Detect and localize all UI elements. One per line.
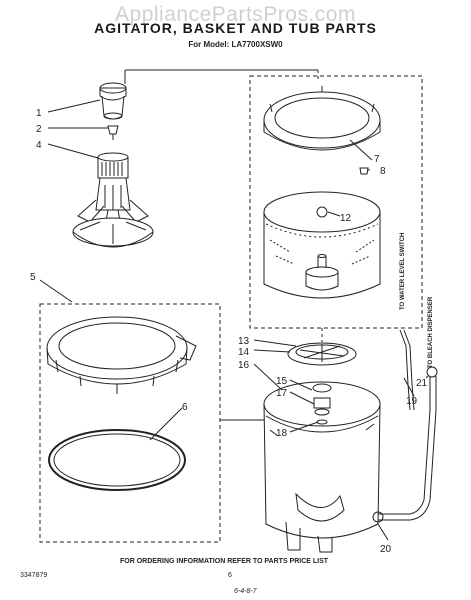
- callout-19: 19: [406, 396, 418, 407]
- label-bleach: TO BLEACH DISPENSER: [428, 296, 434, 368]
- doc-number: 3347879: [20, 572, 48, 579]
- ring-box: [39, 303, 221, 543]
- callout-1: 1: [36, 108, 42, 119]
- drive-bell: [287, 342, 357, 366]
- callout-17: 17: [276, 388, 288, 399]
- callout-2: 2: [36, 124, 42, 135]
- tub-seal: [48, 429, 186, 491]
- bleach-hose: [372, 366, 438, 523]
- callout-21: 21: [416, 378, 428, 389]
- callout-18: 18: [276, 428, 288, 439]
- callout-12: 12: [340, 213, 352, 224]
- label-water-level: TO WATER LEVEL SWITCH: [400, 233, 406, 310]
- callout-15: 15: [276, 376, 288, 387]
- callout-13: 13: [238, 336, 250, 347]
- basket-screw: [359, 167, 369, 175]
- agitator-body: [72, 152, 154, 248]
- basket-box: [249, 75, 423, 329]
- callout-20: 20: [380, 544, 392, 555]
- page-number: 6: [228, 572, 232, 579]
- tub-seal-parts: [312, 383, 332, 425]
- callout-6: 6: [182, 402, 188, 413]
- agitator-cap: [99, 82, 127, 120]
- callout-14: 14: [238, 347, 250, 358]
- outer-tub: [263, 381, 381, 553]
- agitator-bolt: [107, 125, 119, 140]
- ordering-note: FOR ORDERING INFORMATION REFER TO PARTS …: [120, 558, 329, 565]
- callout-5: 5: [30, 272, 36, 283]
- model-line: For Model: LA7700XSW0: [188, 40, 283, 49]
- date-code: 6-4-8-7: [234, 588, 257, 595]
- callout-16: 16: [238, 360, 250, 371]
- callout-8: 8: [380, 166, 386, 177]
- water-level-hose: [399, 329, 415, 411]
- basket: [263, 191, 381, 299]
- watermark: AppliancePartsPros.com: [115, 3, 356, 26]
- balance-ring: [263, 86, 381, 151]
- callout-4: 4: [36, 140, 42, 151]
- callout-7: 7: [374, 154, 380, 165]
- diagram-title: AGITATOR, BASKET AND TUB PARTS: [94, 20, 377, 36]
- tub-ring: [46, 316, 197, 394]
